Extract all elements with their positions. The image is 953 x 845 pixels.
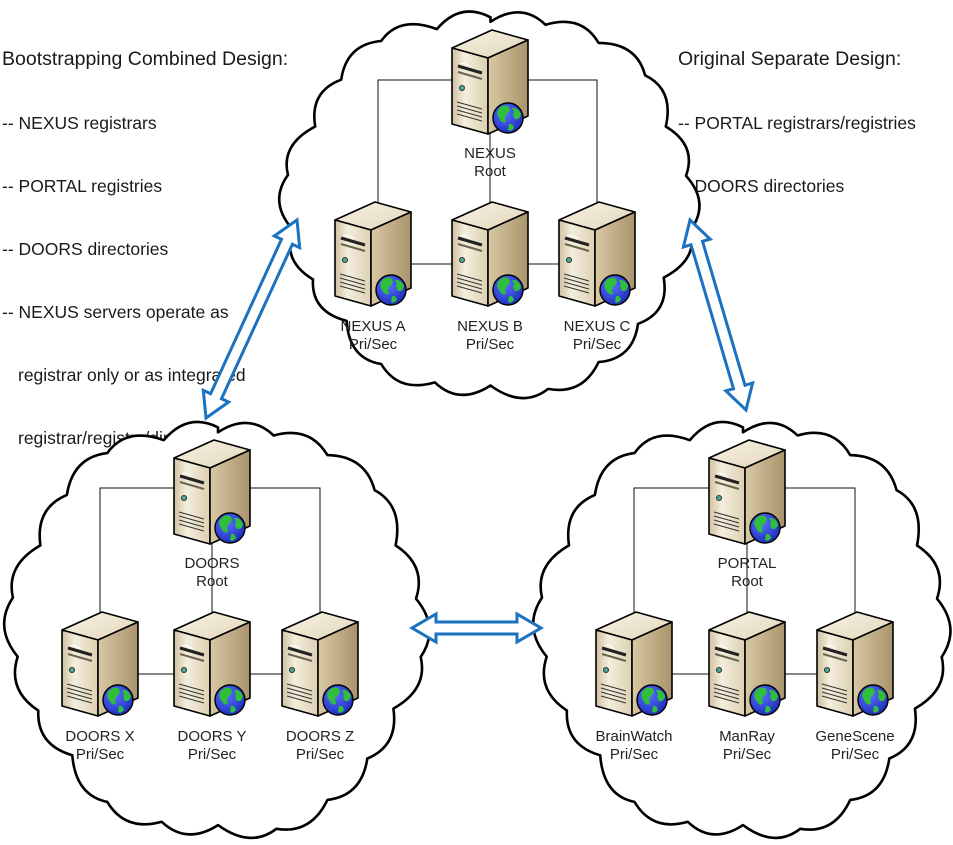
doors-child-role: Pri/Sec (296, 746, 345, 763)
nexus-root-role: Root (474, 163, 507, 180)
doors-portal-arrow (409, 611, 544, 645)
nexus-child-server (334, 201, 412, 307)
doors-root-role: Root (196, 573, 229, 590)
nexus-child-name: NEXUS A (340, 318, 405, 335)
right-note-title: Original Separate Design: (678, 48, 902, 70)
clouds-layer (2, 10, 952, 840)
globe-icon (322, 684, 354, 716)
nexus-child-name: NEXUS B (457, 318, 523, 335)
portal-child-name: GeneScene (815, 728, 894, 745)
left-note-item: -- NEXUS servers operate as (2, 302, 229, 322)
globe-icon (214, 512, 246, 544)
portal-root-role: Root (731, 573, 764, 590)
globe-icon (492, 274, 524, 306)
globe-icon (375, 274, 407, 306)
doors-child-name: DOORS Y (178, 728, 247, 745)
doors-child-role: Pri/Sec (188, 746, 237, 763)
portal-root-name: PORTAL (718, 555, 777, 572)
right-note-item: -- PORTAL registrars/registries (678, 113, 916, 133)
doors-child-server (61, 611, 139, 717)
nexus-child-role: Pri/Sec (466, 336, 515, 353)
globe-icon (857, 684, 889, 716)
nexus-root-name: NEXUS (464, 145, 516, 162)
doors-child-server (281, 611, 359, 717)
portal-child-role: Pri/Sec (831, 746, 880, 763)
portal-child-name: ManRay (719, 728, 775, 745)
portal-child-server (816, 611, 894, 717)
portal-child-server (708, 611, 786, 717)
nexus-root-server (451, 29, 529, 135)
globe-icon (749, 684, 781, 716)
nexus-portal-arrow (681, 217, 755, 413)
nexus-doors-arrow (201, 217, 302, 421)
servers-layer (61, 29, 894, 717)
nexus-child-server (558, 201, 636, 307)
left-note-item: -- DOORS directories (2, 239, 169, 259)
left-note-item: -- PORTAL registries (2, 176, 163, 196)
nexus-child-role: Pri/Sec (573, 336, 622, 353)
right-note: Original Separate Design: -- PORTAL regi… (678, 6, 916, 218)
portal-child-server (595, 611, 673, 717)
globe-icon (599, 274, 631, 306)
doors-child-name: DOORS X (65, 728, 134, 745)
doors-child-role: Pri/Sec (76, 746, 125, 763)
doors-child-server (173, 611, 251, 717)
portal-child-name: BrainWatch (596, 728, 673, 745)
portal-root-server (708, 439, 786, 545)
globe-icon (749, 512, 781, 544)
globe-icon (492, 102, 524, 134)
doors-root-name: DOORS (184, 555, 239, 572)
left-note-title: Bootstrapping Combined Design: (2, 48, 289, 70)
globe-icon (214, 684, 246, 716)
nexus-child-role: Pri/Sec (349, 336, 398, 353)
left-note-item: -- NEXUS registrars (2, 113, 157, 133)
nexus-child-server (451, 201, 529, 307)
globe-icon (636, 684, 668, 716)
doors-child-name: DOORS Z (286, 728, 354, 745)
nexus-child-name: NEXUS C (564, 318, 631, 335)
arrows-layer (201, 217, 755, 645)
doors-root-server (173, 439, 251, 545)
portal-child-role: Pri/Sec (723, 746, 772, 763)
portal-child-role: Pri/Sec (610, 746, 659, 763)
globe-icon (102, 684, 134, 716)
